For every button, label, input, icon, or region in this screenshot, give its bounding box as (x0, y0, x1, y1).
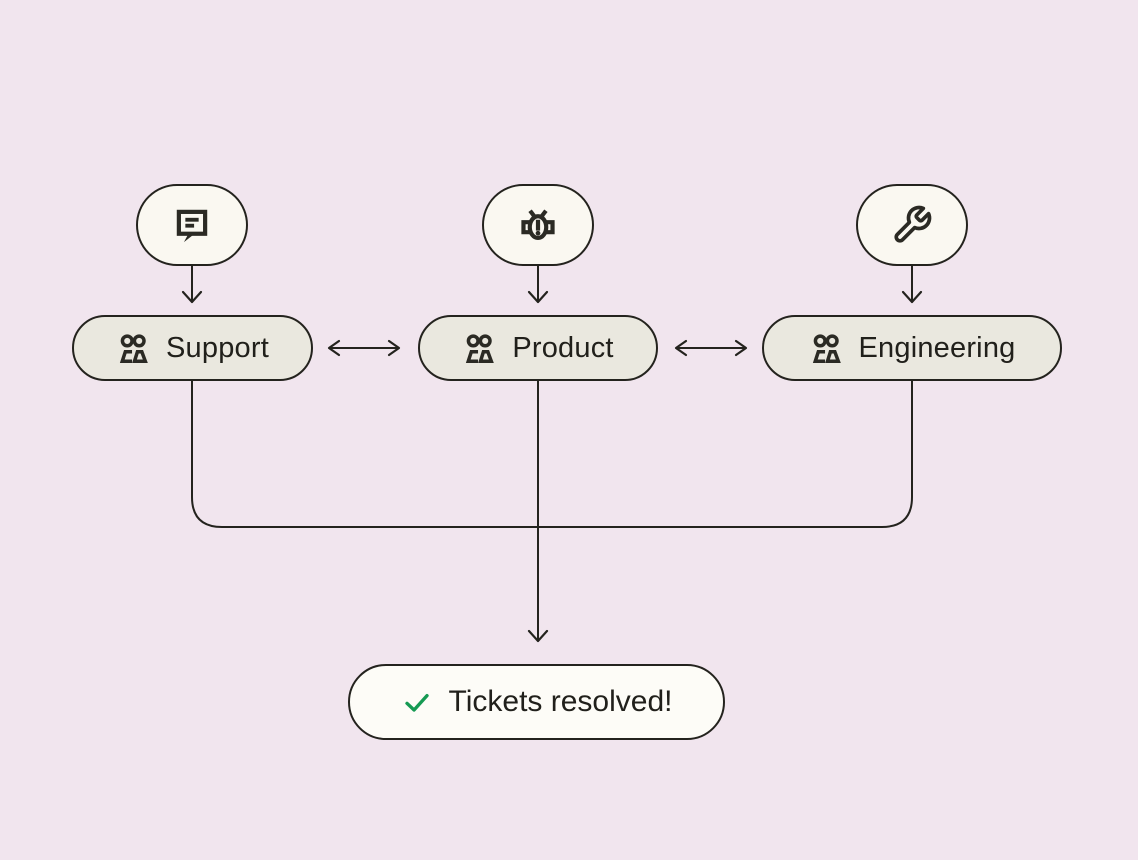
arrowhead (901, 290, 923, 304)
message-square-icon (171, 204, 213, 246)
arrowhead (527, 629, 549, 643)
wrench-icon (891, 204, 933, 246)
bug-icon (517, 204, 559, 246)
wrench-badge (856, 184, 968, 266)
arrowhead (527, 290, 549, 304)
connector-support-merge (191, 380, 883, 528)
team-label: Engineering (858, 331, 1016, 364)
bug-badge (482, 184, 594, 266)
team-node-engineering: Engineering (762, 315, 1062, 381)
team-node-product: Product (418, 315, 658, 381)
arrowhead (387, 339, 401, 357)
arrowhead (181, 290, 203, 304)
users-icon (462, 333, 497, 363)
connector-engineering-merge (881, 380, 913, 528)
result-label: Tickets resolved! (448, 685, 673, 718)
team-label: Support (166, 331, 269, 364)
result-node: Tickets resolved! (348, 664, 725, 740)
check-icon (401, 686, 433, 718)
users-icon (809, 333, 844, 363)
arrowhead (674, 339, 688, 357)
arrowhead (734, 339, 748, 357)
users-icon (116, 333, 151, 363)
team-label: Product (512, 331, 614, 364)
message-badge (136, 184, 248, 266)
team-node-support: Support (72, 315, 313, 381)
arrowhead (327, 339, 341, 357)
